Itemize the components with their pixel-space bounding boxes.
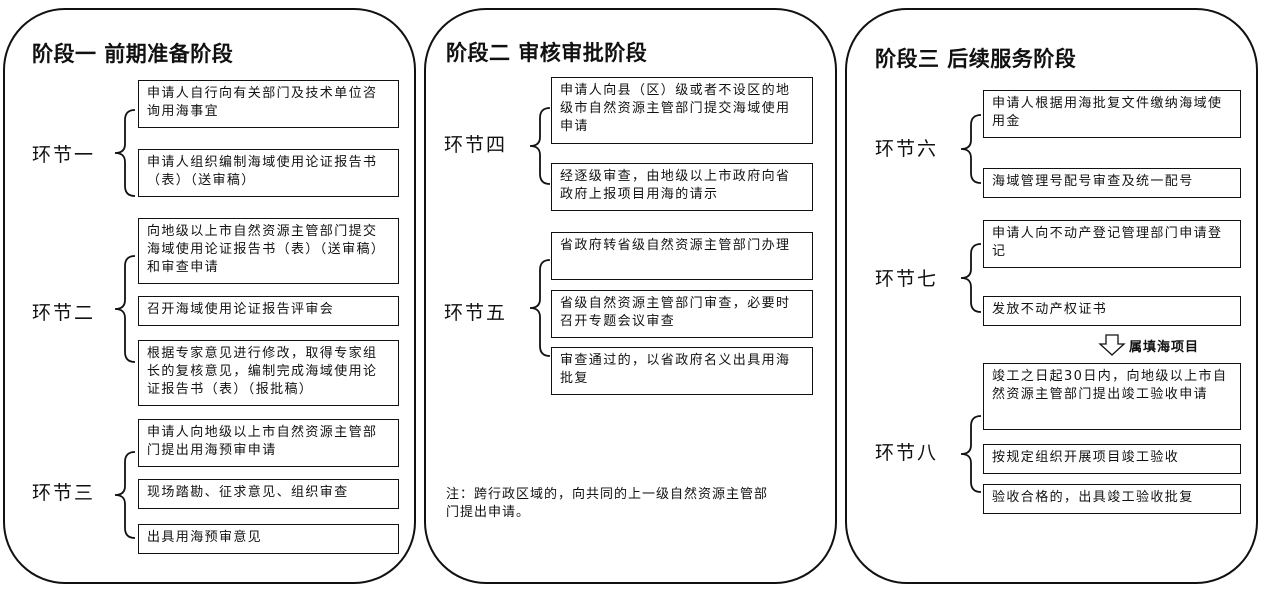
step-box-3-1: 申请人向地级以上市自然资源主管部门提出用海预审申请: [138, 419, 399, 467]
stage-label-8: 环节八: [875, 442, 939, 464]
brace-icon: [114, 109, 136, 197]
step-box-3-2: 现场踏勘、征求意见、组织审查: [138, 479, 399, 509]
phase-panel-3: 阶段三 后续服务阶段 环节六 申请人根据用海批复文件缴纳海域使用金 海域管理号配…: [845, 8, 1258, 584]
step-box-8-1: 竣工之日起30日内，向地级以上市自然资源主管部门提出竣工验收申请: [983, 363, 1241, 430]
step-box-5-3: 审查通过的，以省政府名义出具用海批复: [551, 347, 813, 395]
step-box-5-2: 省级自然资源主管部门审查，必要时召开专题会议审查: [551, 290, 813, 338]
brace-icon: [960, 415, 982, 493]
stage-label-7: 环节七: [875, 268, 939, 290]
step-box-8-2: 按规定组织开展项目竣工验收: [983, 444, 1241, 474]
brace-icon: [529, 107, 551, 185]
step-box-5-1: 省政府转省级自然资源主管部门办理: [551, 232, 813, 280]
phase-title: 阶段三 后续服务阶段: [875, 47, 1077, 71]
stage-label-3: 环节三: [32, 482, 96, 504]
phase-title: 阶段二 审核审批阶段: [446, 41, 648, 65]
step-box-1-1: 申请人自行向有关部门及技术单位咨询用海事宜: [138, 80, 399, 128]
phase-title: 阶段一 前期准备阶段: [32, 42, 234, 66]
arrow-down-icon: [1098, 334, 1126, 356]
phase-panel-1: 阶段一 前期准备阶段 环节一 申请人自行向有关部门及技术单位咨询用海事宜 申请人…: [3, 8, 416, 584]
brace-icon: [114, 451, 136, 539]
stage-label-5: 环节五: [444, 302, 508, 324]
brace-icon: [529, 259, 551, 357]
stage-label-4: 环节四: [444, 134, 508, 156]
arrow-label: 属填海项目: [1129, 340, 1200, 355]
step-box-6-1: 申请人根据用海批复文件缴纳海域使用金: [983, 90, 1241, 138]
brace-icon: [114, 255, 136, 363]
step-box-2-2: 召开海域使用论证报告评审会: [138, 296, 399, 326]
step-box-7-1: 申请人向不动产登记管理部门申请登记: [983, 220, 1241, 268]
step-box-1-2: 申请人组织编制海域使用论证报告书（表）（送审稿）: [138, 149, 399, 197]
step-box-3-3: 出具用海预审意见: [138, 524, 399, 554]
step-box-8-3: 验收合格的，出具竣工验收批复: [983, 484, 1241, 514]
step-box-2-1: 向地级以上市自然资源主管部门提交海域使用论证报告书（表）（送审稿）和审查申请: [138, 218, 399, 284]
stage-label-1: 环节一: [32, 144, 96, 166]
phase-panel-2: 阶段二 审核审批阶段 环节四 申请人向县（区）级或者不设区的地级市自然资源主管部…: [424, 8, 837, 584]
stage-label-2: 环节二: [32, 302, 96, 324]
brace-icon: [960, 243, 982, 313]
brace-icon: [960, 114, 982, 184]
note-text: 注：跨行政区域的，向共同的上一级自然资源主管部门提出申请。: [446, 487, 769, 520]
step-box-2-3: 根据专家意见进行修改，取得专家组长的复核意见，编制完成海域使用论证报告书（表）（…: [138, 340, 399, 406]
stage-label-6: 环节六: [875, 138, 939, 160]
step-box-7-2: 发放不动产权证书: [983, 296, 1241, 326]
step-box-4-2: 经逐级审查，由地级以上市政府向省政府上报项目用海的请示: [551, 163, 813, 211]
step-box-6-2: 海域管理号配号审查及统一配号: [983, 168, 1241, 198]
step-box-4-1: 申请人向县（区）级或者不设区的地级市自然资源主管部门提交海域使用申请: [551, 77, 813, 144]
